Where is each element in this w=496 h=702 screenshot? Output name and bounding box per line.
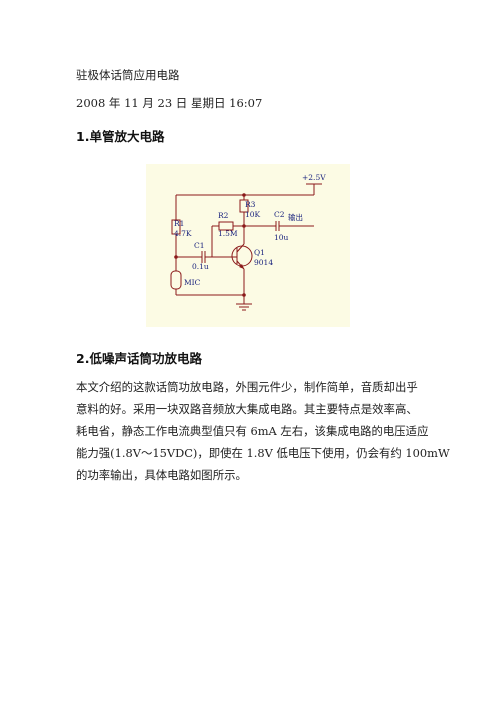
section2-heading: 2.低噪声话筒功放电路 bbox=[76, 351, 202, 366]
doc-date: 2008 年 11 月 23 日 星期日 16:07 bbox=[76, 96, 263, 110]
q1-transistor bbox=[231, 245, 253, 267]
mic-symbol bbox=[170, 270, 182, 290]
doc-title: 驻极体话筒应用电路 bbox=[76, 68, 180, 82]
c1-name: C1 bbox=[194, 241, 205, 250]
paragraph-line: 的功率输出，具体电路如图所示。 bbox=[76, 468, 247, 482]
section2-paragraph: 本文介绍的这款话筒功放电路，外围元件少，制作简单，音质却出乎 意料的好。采用一块… bbox=[76, 376, 450, 486]
paragraph-line: 耗电省，静态工作电流典型值只有 6mA 左右，该集成电路的电压适应 bbox=[76, 424, 429, 438]
q1-name: Q1 bbox=[254, 248, 265, 257]
r2-name: R2 bbox=[218, 211, 229, 220]
vcc-label: +2.5V bbox=[302, 173, 326, 182]
c1-value: 0.1u bbox=[192, 262, 209, 271]
section1-heading: 1.单管放大电路 bbox=[76, 129, 165, 144]
paragraph-line: 意料的好。采用一块双路音频放大集成电路。其主要特点是效率高、 bbox=[76, 402, 418, 416]
c2-value: 10u bbox=[274, 233, 289, 242]
r3-name: R3 bbox=[245, 200, 256, 209]
output-label: 输出 bbox=[288, 212, 303, 222]
c2-name: C2 bbox=[274, 210, 285, 219]
r1-name: R1 bbox=[174, 219, 184, 228]
paragraph-line: 本文介绍的这款话筒功放电路，外围元件少，制作简单，音质却出乎 bbox=[76, 380, 418, 394]
r3-value: 10K bbox=[245, 210, 261, 219]
paragraph-line: 能力强(1.8V～15VDC)，即使在 1.8V 低电压下使用，仍会有约 100… bbox=[76, 446, 450, 460]
r2-value: 1.5M bbox=[218, 229, 238, 238]
q1-value: 9014 bbox=[254, 258, 273, 267]
mic-label: MIC bbox=[184, 278, 201, 287]
amplifier-circuit-diagram: +2.5V R1 4.7K R2 1.5M R3 10K C1 0.1u C2 … bbox=[146, 164, 350, 327]
circuit-schematic: +2.5V R1 4.7K R2 1.5M R3 10K C1 0.1u C2 … bbox=[170, 173, 326, 311]
r1-value: 4.7K bbox=[174, 229, 192, 238]
